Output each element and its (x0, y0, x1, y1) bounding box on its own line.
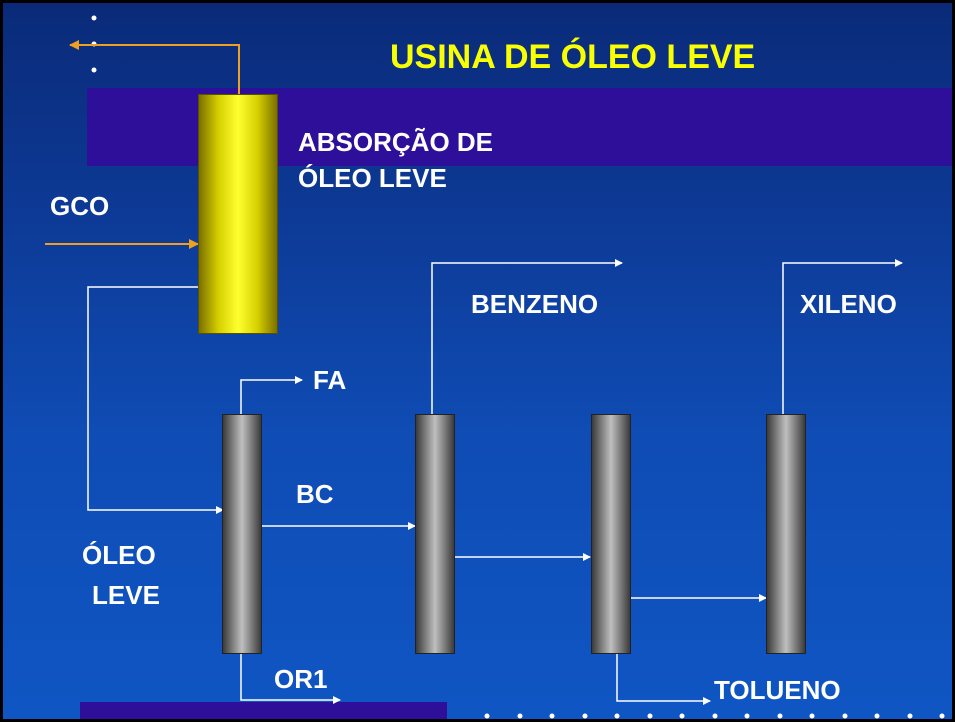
absorber-outlet-line (69, 40, 240, 96)
or1-label: OR1 (274, 664, 328, 694)
absorber-label-line2: ÓLEO LEVE (298, 163, 447, 193)
column-2 (415, 414, 455, 654)
bc-label: BC (296, 479, 334, 509)
absorber-column (198, 94, 278, 334)
tolueno-line (616, 654, 711, 705)
xileno-line (782, 259, 903, 414)
absorber-label-line1: ABSORÇÃO DE (298, 127, 494, 157)
column-3 (591, 414, 631, 654)
gco-label: GCO (50, 191, 110, 221)
or1-line (240, 654, 341, 704)
column-1 (222, 414, 262, 654)
oleo-leve-line (87, 286, 224, 514)
benzeno-line (431, 259, 623, 414)
xileno-label: XILENO (800, 289, 897, 319)
footer-band (80, 702, 447, 722)
benzeno-label: BENZENO (471, 289, 599, 319)
column-4 (766, 414, 806, 654)
oleo-leve-label-line2: LEVE (92, 580, 160, 610)
oleo-leve-label-line1: ÓLEO (82, 540, 156, 570)
tolueno-label: TOLUENO (714, 675, 841, 705)
fa-label: FA (313, 365, 347, 395)
bullet-dots (91, 15, 945, 719)
diagram-title: USINA DE ÓLEO LEVE (390, 38, 756, 76)
fa-line (240, 376, 303, 414)
